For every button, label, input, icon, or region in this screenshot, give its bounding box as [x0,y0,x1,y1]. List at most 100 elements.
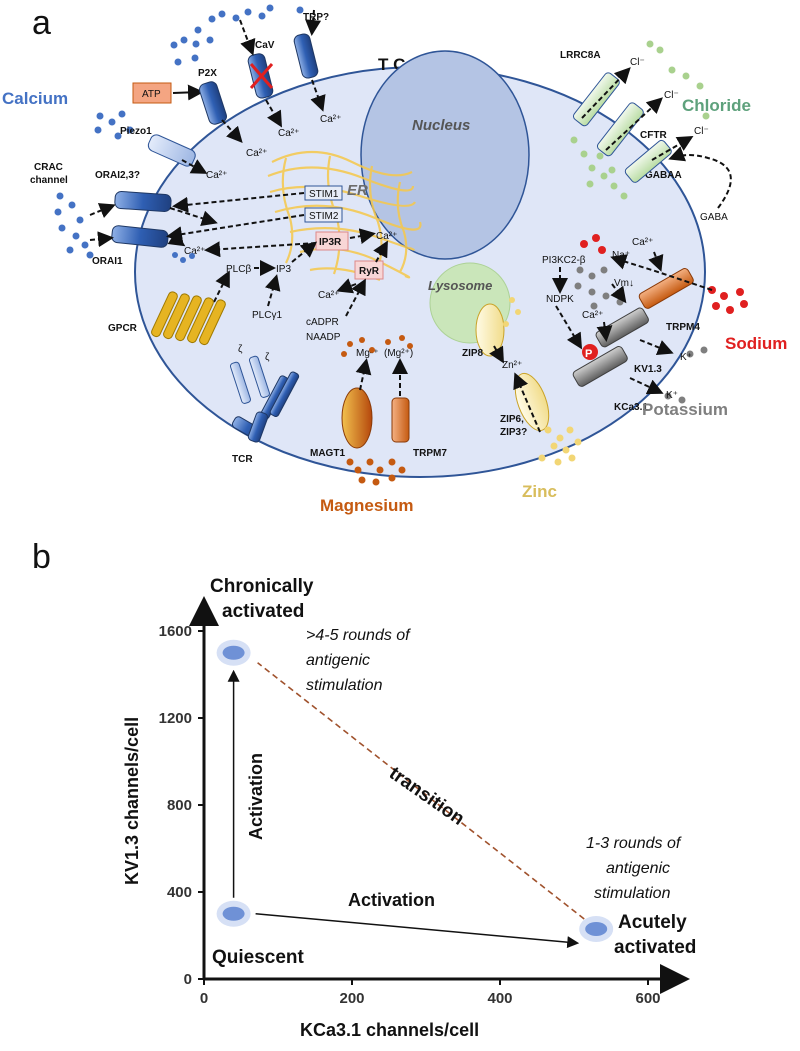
orai1-label: ORAI1 [92,256,123,267]
cl-label-1: Cl⁻ [630,57,645,68]
plcb-label: PLCβ [226,264,251,275]
y-tick-label: 1200 [159,710,192,727]
ip3-label: IP3 [276,264,291,275]
orai-ca-dots [172,252,195,263]
tcr-complex [229,355,300,443]
state-point [585,921,608,936]
state-point [222,906,245,921]
crac-channel-label: channel [30,175,68,186]
calcium-dots-top [170,4,304,66]
sodium-dots [580,234,748,314]
gpcr-label: GPCR [108,323,138,334]
magnesium-label: Magnesium [320,496,414,515]
chart: 0 200 400 600 0 400 800 1200 1600 KCa3.1 channel… [122,576,696,1040]
x-tick-label: 0 [200,990,208,1007]
magt1-label: MAGT1 [310,448,345,459]
mg-paren-label: (Mg²⁺) [384,348,413,359]
y-tick-label: 800 [167,797,192,814]
orai23-channel [114,190,172,213]
cl-label-2: Cl⁻ [664,90,679,101]
x-tick-label: 400 [487,990,512,1007]
cl-label-3: Cl⁻ [694,126,709,137]
y-tick-label: 400 [167,884,192,901]
stim1-box [304,185,343,201]
lrrc8a-label: LRRC8A [560,50,601,61]
transition-arrow [257,662,585,920]
sodium-label: Sodium [725,334,787,353]
cav-blocked-icon [249,63,274,89]
chronic-note-1: >4-5 rounds of [306,627,411,644]
orai23-label: ORAI2,3? [95,170,140,181]
y-tick-label: 1600 [159,623,192,640]
atp-box [132,82,172,104]
plcg1-label: PLCγ1 [252,310,282,321]
y-tick-label: 0 [184,971,192,988]
zn-label: Zn²⁺ [502,360,522,371]
kv13-label: KV1.3 [634,364,662,375]
cftr-channel [596,102,644,157]
orai1-ca: Ca²⁺ [184,246,205,257]
trp-channel [293,33,319,79]
cftr-label: CFTR [640,130,667,141]
stim2-box [304,207,343,223]
naadp-label: NAADP [306,332,341,343]
ryr-ca: Ca²⁺ [318,290,339,301]
chronic-note-3: stimulation [306,677,383,694]
zinc-dots [503,297,582,466]
na-label: Na⁺ [612,250,630,261]
x-axis-label: KCa3.1 channels/cell [300,1020,479,1040]
kca31-channel [572,346,628,387]
p2x-channel [199,81,227,125]
zeta1-label: ζ [238,344,243,355]
state-point [222,645,245,660]
atp-label: ATP [142,89,161,100]
p2x-label: P2X [198,68,217,79]
trpm4-label: TRPM4 [666,322,700,333]
nucleus [360,50,530,260]
cav-ca: Ca²⁺ [278,128,299,139]
piezo1-label: Piezo1 [120,126,152,137]
stim2-label: STIM2 [309,211,339,222]
trp-label: TRP? [303,12,329,23]
state-acute-1: Acutely [618,912,687,933]
y-axis-label: KV1.3 channels/cell [122,717,142,885]
piezo1-ca: Ca²⁺ [206,170,227,181]
kv-ca: Ca²⁺ [582,310,603,321]
magt1-channel [341,387,373,449]
trpm4-ca: Ca²⁺ [632,237,653,248]
calcium-dots-left [54,110,134,259]
mg-label: Mg²⁺ [356,348,379,359]
zip8-label: ZIP8 [462,348,484,359]
ip3r-ca: Ca²⁺ [376,231,397,242]
k-label-2: K⁺ [666,390,678,401]
trpm7-label: TRPM7 [413,448,447,459]
ryr-label: RyR [359,266,380,277]
piezo1-channel [147,134,196,167]
state-chronic-2: activated [222,601,304,622]
x-tick-label: 600 [635,990,660,1007]
cadpr-label: cADPR [306,317,339,328]
activation-vertical-label: Activation [246,753,266,840]
er-label: ER [347,182,368,199]
stim1-label: STIM1 [309,189,339,200]
gabaa-channel [624,139,672,183]
lysosome-label: Lysosome [428,278,492,293]
state-chronic-1: Chronically [210,576,314,597]
gpcr-receptor [151,291,226,346]
state-acute-2: activated [614,937,696,958]
ryr-box [354,260,384,280]
trpm7-channel [391,397,410,443]
crac-label: CRAC [34,162,63,173]
x-tick-label: 200 [339,990,364,1007]
chloride-label: Chloride [682,96,751,115]
p2x-ca: Ca²⁺ [246,148,267,159]
tcr-label: TCR [232,454,253,465]
panel-b-label: b [32,538,51,576]
acute-note-3: stimulation [594,885,671,902]
zip6-label: ZIP6, [500,414,524,425]
activation-horizontal-arrow [255,913,580,949]
zip3-label: ZIP3? [500,427,527,438]
potassium-label: Potassium [642,400,728,419]
trp-ca: Ca²⁺ [320,114,341,125]
